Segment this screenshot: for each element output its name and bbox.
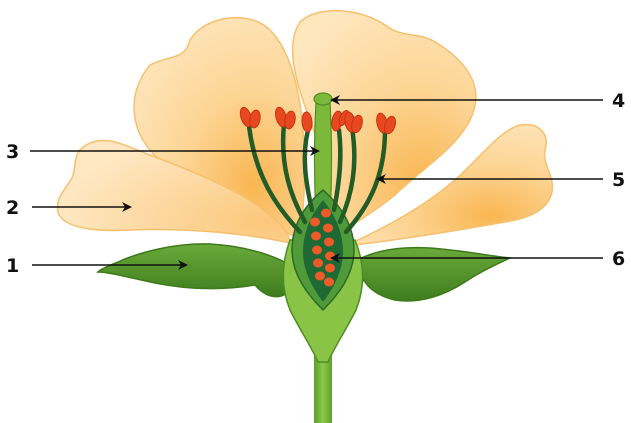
ovule bbox=[310, 218, 320, 227]
ovule bbox=[311, 232, 321, 241]
ovule bbox=[321, 209, 331, 218]
ovule bbox=[323, 224, 333, 233]
label-1: 1 bbox=[6, 255, 19, 277]
label-6: 6 bbox=[612, 248, 625, 270]
ovule bbox=[315, 272, 325, 281]
ovule bbox=[324, 238, 334, 247]
label-4: 4 bbox=[612, 90, 625, 112]
ovule bbox=[325, 264, 335, 273]
ovule bbox=[312, 246, 322, 255]
stigma bbox=[314, 93, 332, 105]
label-3: 3 bbox=[6, 141, 19, 163]
ovule bbox=[313, 259, 323, 268]
ovule bbox=[324, 278, 334, 287]
label-5: 5 bbox=[612, 169, 625, 191]
sepal-left bbox=[98, 244, 295, 297]
label-2: 2 bbox=[6, 197, 19, 219]
ovule bbox=[325, 252, 335, 261]
filament bbox=[305, 130, 312, 210]
sepal-right bbox=[338, 248, 510, 301]
